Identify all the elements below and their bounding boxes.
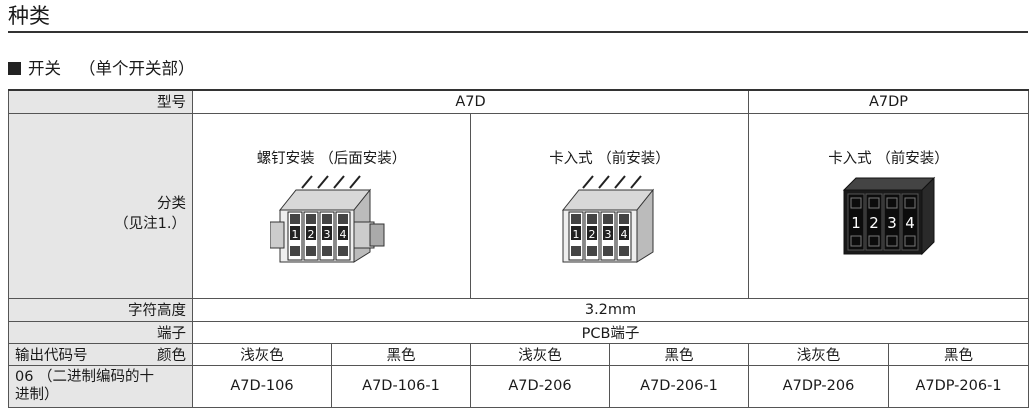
category-label: 分类	[157, 195, 186, 212]
digit-wheels: 1 2 3 4	[287, 211, 350, 260]
terminal-value: PCB端子	[192, 320, 1029, 344]
char-height-row: 字符高度 3.2mm	[8, 297, 1029, 322]
row-label-line2: 进制）	[15, 387, 59, 403]
terminal-label: 端子	[8, 320, 193, 344]
category-cell-screw-mount: 螺钉安装 （后面安装）	[192, 112, 471, 299]
model-a7d: A7D	[192, 89, 749, 114]
square-bullet-icon	[8, 62, 21, 75]
model-number-cell: A7DP-206-1	[888, 364, 1029, 408]
terminal-row: 端子 PCB端子	[8, 320, 1029, 344]
switch-snap-in-photo: 1 2 3 4	[555, 174, 665, 270]
row-label-line1: 06 （二进制编码的十	[15, 369, 155, 385]
color-cell: 黑色	[331, 342, 471, 366]
model-label: 型号	[8, 89, 193, 114]
char-height-label: 字符高度	[8, 297, 193, 322]
output-code-label: 输出代码号	[15, 347, 88, 364]
category-name: 螺钉安装 （后面安装）	[256, 150, 407, 167]
wheel-digit: 3	[604, 228, 611, 241]
color-cell: 浅灰色	[470, 342, 610, 366]
category-cell-snap-in-black: 卡入式 （前安装） 1	[748, 112, 1029, 299]
output-code-color-header: 输出代码号 颜色	[8, 342, 193, 366]
char-height-value: 3.2mm	[192, 297, 1029, 322]
wheel-digit: 1	[291, 228, 298, 241]
wheel-digit: 2	[588, 228, 595, 241]
model-row: 型号 A7D A7DP	[8, 89, 1029, 114]
category-note: （见注1.）	[114, 215, 186, 232]
category-row: 分类 （见注1.） 螺钉安装 （后面安装）	[8, 112, 1029, 299]
wheel-digit: 1	[572, 228, 579, 241]
color-label: 颜色	[157, 347, 186, 364]
color-cell: 黑色	[609, 342, 749, 366]
color-cell: 黑色	[888, 342, 1029, 366]
wheel-digit: 4	[339, 228, 346, 241]
page-title: 种类	[8, 4, 50, 28]
color-row: 输出代码号 颜色 浅灰色 黑色 浅灰色 黑色 浅灰色 黑色	[8, 342, 1029, 366]
section-heading-text: 开关	[28, 59, 61, 78]
title-divider	[8, 31, 1028, 33]
wheel-digit: 2	[307, 228, 314, 241]
switch-screw-mount-photo: 1 2 3 4	[269, 174, 394, 270]
model-number-cell: A7D-106	[192, 364, 332, 408]
switch-snap-in-black-photo: 1 2 3 4	[834, 174, 944, 262]
color-cell: 浅灰色	[748, 342, 889, 366]
color-cell: 浅灰色	[192, 342, 332, 366]
spec-table: 型号 A7D A7DP 分类 （见注1.） 螺钉安装 （后面安装）	[8, 89, 1029, 408]
output-code-row-label: 06 （二进制编码的十 进制）	[8, 364, 193, 408]
wheel-digit: 3	[323, 228, 330, 241]
section-heading-note: （单个开关部）	[79, 59, 195, 78]
model-a7dp: A7DP	[748, 89, 1029, 114]
model-number-cell: A7D-106-1	[331, 364, 471, 408]
model-number-row: 06 （二进制编码的十 进制） A7D-106 A7D-106-1 A7D-20…	[8, 364, 1029, 408]
model-number-cell: A7DP-206	[748, 364, 889, 408]
wheel-digit: 1	[851, 214, 861, 232]
category-name: 卡入式 （前安装）	[549, 150, 670, 167]
category-name: 卡入式 （前安装）	[828, 150, 949, 167]
category-label-cell: 分类 （见注1.）	[8, 112, 193, 299]
model-number-cell: A7D-206-1	[609, 364, 749, 408]
category-cell-snap-in: 卡入式 （前安装）	[470, 112, 749, 299]
wheel-digit: 4	[905, 214, 915, 232]
section-heading: 开关 （单个开关部）	[8, 58, 195, 80]
model-number-cell: A7D-206	[470, 364, 610, 408]
wheel-digit: 3	[887, 214, 897, 232]
wheel-digit: 4	[620, 228, 627, 241]
wheel-digit: 2	[869, 214, 879, 232]
